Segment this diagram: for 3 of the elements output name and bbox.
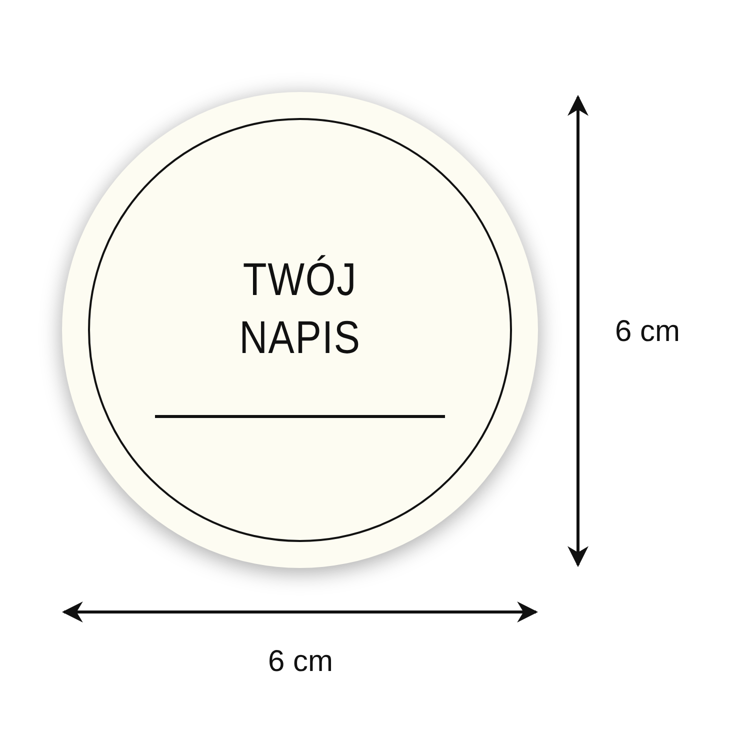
dimension-label: 6 cm xyxy=(615,315,680,349)
sticker-text: TWÓJ NAPIS xyxy=(238,252,362,365)
dimension-label: 6 cm xyxy=(268,645,334,679)
